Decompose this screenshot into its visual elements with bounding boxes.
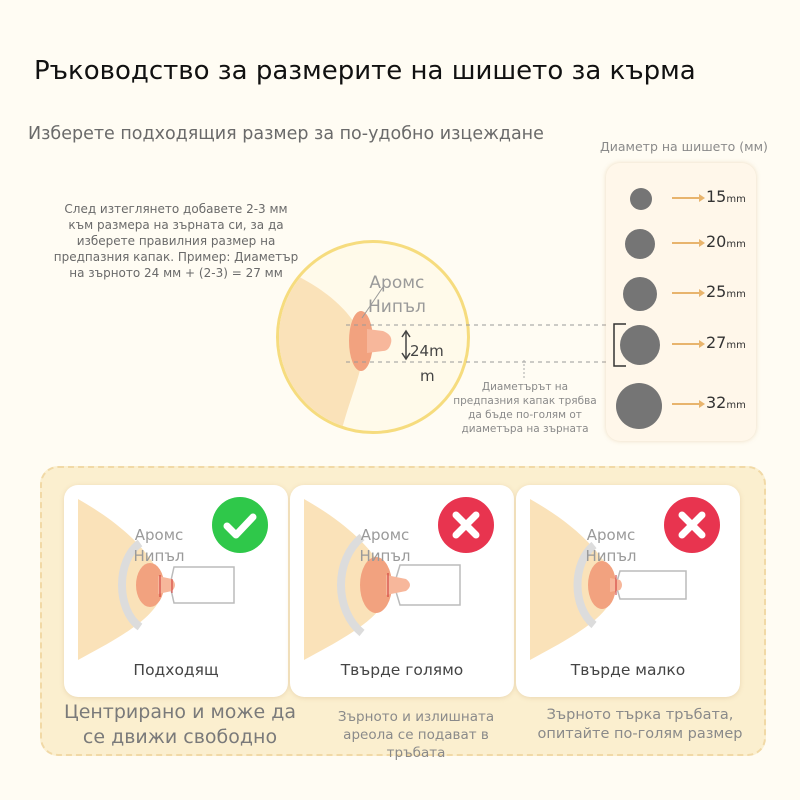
size-dot	[623, 277, 657, 311]
nipple-label: Аромс Нипъл	[368, 273, 426, 317]
size-option[interactable]: 25mm	[606, 274, 756, 314]
fit-status: Подходящ	[133, 661, 219, 679]
size-option[interactable]: 32mm	[606, 383, 756, 429]
size-option[interactable]: 15mm	[606, 179, 756, 219]
size-dot	[630, 188, 652, 210]
shield-tunnel	[169, 566, 235, 604]
shield-tunnel	[615, 570, 687, 600]
areola-shape	[349, 311, 373, 371]
nipple-zoom-circle	[276, 240, 470, 434]
size-dot	[616, 383, 662, 429]
size-dot	[620, 325, 660, 365]
fit-caption-too-small: Зърното търка тръбата, опитайте по-голям…	[537, 707, 743, 742]
page-subtitle: Изберете подходящия размер за по-удобно …	[28, 124, 544, 144]
shield-note: Диаметърът на предпазния капак трябва да…	[453, 381, 597, 435]
size-option-highlighted[interactable]: 27mm	[606, 325, 756, 365]
fit-illustration	[78, 499, 235, 660]
arrow-right-icon	[672, 340, 705, 348]
nipple-label: Аромс Нипъл	[359, 526, 411, 565]
arrow-right-icon	[672, 400, 705, 408]
fit-card-too-large: Аромс Нипъл Твърде голямо	[290, 485, 514, 697]
cross-icon	[664, 497, 720, 553]
nipple-label: Аромс Нипъл	[133, 526, 185, 565]
fit-caption-correct: Центрирано и може да се движи свободно	[63, 701, 297, 748]
size-option[interactable]: 20mm	[606, 224, 756, 264]
check-icon	[212, 497, 268, 553]
fit-illustration	[304, 499, 461, 660]
breast-shape	[279, 268, 364, 431]
page-title: Ръководство за размерите на шишето за къ…	[34, 56, 696, 86]
label-pointer	[361, 286, 384, 319]
fit-caption-too-large: Зърното и излишната ареола се подават в …	[337, 709, 495, 761]
arrow-right-icon	[672, 239, 705, 247]
diameter-header: Диаметр на шишето (мм)	[600, 139, 768, 154]
nipple-dimension-label: 24m m	[410, 342, 444, 385]
fit-status: Твърде голямо	[340, 661, 464, 679]
shield-flange	[573, 541, 597, 629]
shield-flange	[337, 533, 365, 637]
fit-card-too-small: Аромс Нипъл Твърде малко	[516, 485, 740, 697]
shield-tunnel	[393, 564, 461, 606]
fit-card-correct: Аромс Нипъл Подходящ	[64, 485, 288, 697]
size-bracket	[613, 323, 626, 367]
cross-icon	[438, 497, 494, 553]
nipple-shape	[367, 329, 392, 353]
nipple-label: Аромс Нипъл	[585, 526, 637, 565]
size-panel: 15mm 20mm 25mm 27mm 32mm	[606, 163, 756, 441]
arrow-right-icon	[672, 194, 705, 202]
fit-illustration	[530, 499, 687, 660]
arrow-right-icon	[672, 289, 705, 297]
fit-status: Твърде малко	[570, 661, 686, 679]
sizing-instruction: След изтеглянето добавете 2-3 мм към раз…	[53, 202, 299, 280]
nipple-zoom-illustration	[279, 268, 392, 431]
shield-flange	[118, 539, 143, 631]
size-dot	[625, 229, 655, 259]
